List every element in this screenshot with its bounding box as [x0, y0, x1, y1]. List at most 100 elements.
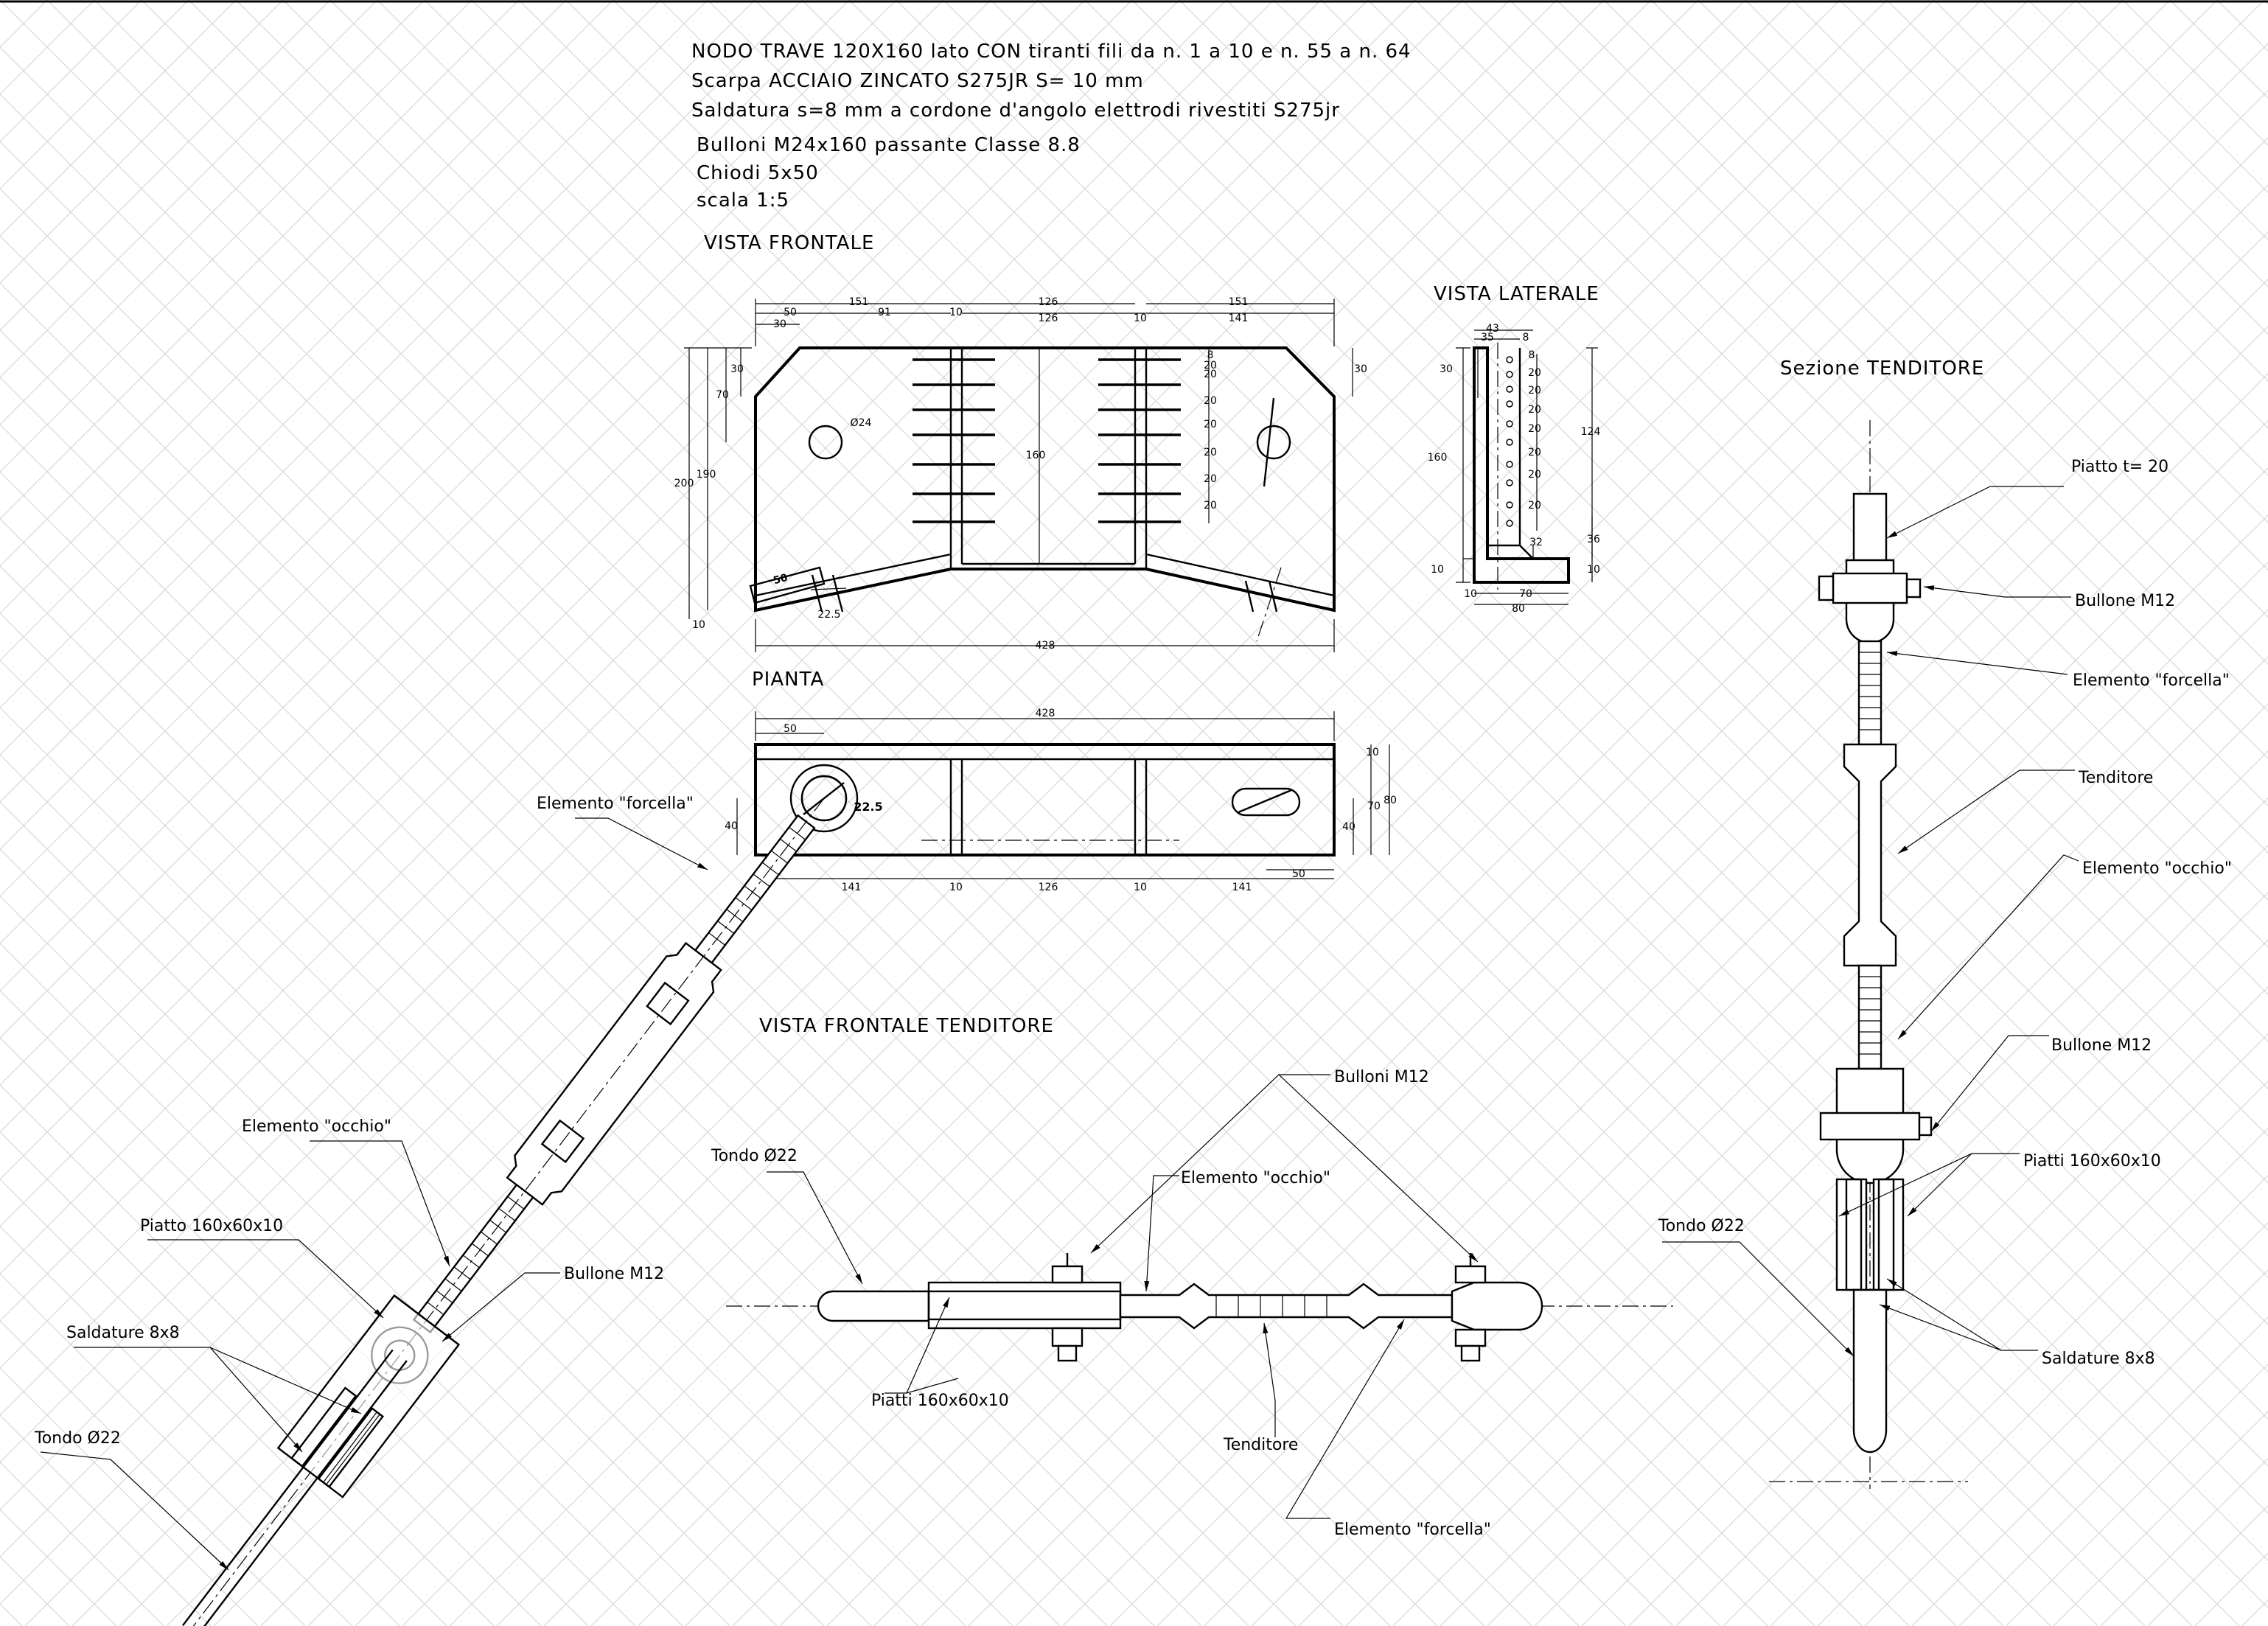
dim-126a: 126 [1039, 296, 1058, 308]
label-right-tondo: Tondo Ø22 [1658, 1217, 1745, 1235]
dim-70: 70 [716, 389, 729, 401]
label-center-tenditore: Tenditore [1223, 1436, 1298, 1454]
dim-141: 141 [1229, 313, 1249, 324]
weld-tag-50: 50 [749, 566, 826, 604]
side-view: 43 35 8 30 160 124 36 32 10 10 10 70 80 … [1428, 323, 1601, 615]
plan-dim-40a: 40 [725, 820, 738, 832]
side-dim-v20f: 20 [1528, 469, 1541, 481]
side-dim-32: 32 [1529, 537, 1543, 548]
plan-dim-126: 126 [1039, 882, 1058, 893]
label-left-forcella: Elemento "forcella" [537, 795, 694, 813]
plan-dim-40b: 40 [1342, 821, 1355, 833]
dim-nail-20b: 20 [1204, 395, 1217, 407]
label-left-bullone: Bullone M12 [564, 1265, 664, 1283]
label-center-tondo: Tondo Ø22 [711, 1147, 798, 1165]
svg-text:50: 50 [772, 572, 789, 587]
plan-dim-10: 10 [1366, 747, 1379, 758]
side-dim-v20c: 20 [1528, 404, 1541, 416]
plan-dim-10a: 10 [949, 882, 963, 893]
dim-126b: 126 [1039, 313, 1058, 324]
dim-428: 428 [1036, 640, 1056, 652]
dim-22-5: 22.5 [817, 609, 840, 621]
dim-nail-20a: 20 [1204, 369, 1217, 380]
dim-50: 50 [784, 307, 797, 318]
front-hole-right [1256, 425, 1291, 460]
dim-190: 190 [697, 469, 716, 481]
title-vista-frontale: VISTA FRONTALE [704, 232, 874, 254]
label-right-piatti: Piatti 160x60x10 [2023, 1152, 2161, 1170]
diagonal-tie-assembly [181, 775, 848, 1626]
dim-nail-8: 8 [1207, 349, 1214, 361]
plan-dim-70: 70 [1367, 800, 1381, 812]
left-annotations: Elemento "forcella" Elemento "occhio" Pi… [34, 795, 708, 1571]
dim-30: 30 [773, 318, 786, 330]
title-sezione-tenditore: Sezione TENDITORE [1780, 357, 1984, 380]
dim-30b: 30 [730, 363, 744, 375]
plan-outline [754, 743, 1336, 856]
label-right-bullone-1: Bullone M12 [2075, 592, 2175, 610]
label-left-saldature: Saldature 8x8 [66, 1324, 180, 1342]
label-right-saldature: Saldature 8x8 [2042, 1350, 2155, 1368]
plan-dim-22-5: 22.5 [854, 800, 882, 814]
dim-151a: 151 [849, 296, 869, 308]
side-dim-10a: 10 [1431, 564, 1444, 576]
header-line-2: Scarpa ACCIAIO ZINCATO S275JR S= 10 mm [691, 70, 1144, 92]
side-dim-35: 35 [1481, 332, 1494, 343]
dim-nail-20d: 20 [1204, 447, 1217, 458]
side-dim-124: 124 [1581, 426, 1601, 438]
label-right-piatto: Piatto t= 20 [2071, 458, 2168, 476]
side-dim-v20a: 20 [1528, 367, 1541, 379]
plan-hole-left [789, 764, 859, 833]
nails-right [1098, 358, 1181, 523]
turnbuckle-front-view [726, 1253, 1673, 1362]
front-hole-left [808, 425, 843, 460]
header-line-1: NODO TRAVE 120X160 lato CON tiranti fili… [691, 41, 1412, 63]
dim-nail-20c: 20 [1204, 419, 1217, 430]
header-line-5: Chiodi 5x50 [697, 162, 819, 184]
dim-10a: 10 [949, 307, 963, 318]
plan-dim-141b: 141 [1232, 882, 1252, 893]
dim-nail-20f: 20 [1204, 500, 1217, 512]
label-left-tondo: Tondo Ø22 [34, 1429, 121, 1448]
side-dim-30: 30 [1440, 363, 1453, 375]
label-right-tenditore: Tenditore [2078, 769, 2153, 787]
label-center-piatti: Piatti 160x60x10 [871, 1392, 1009, 1410]
front-view: 151 50 91 10 126 126 10 151 141 30 30 30… [674, 296, 1367, 652]
plan-dim-428: 428 [1036, 708, 1056, 719]
header-line-6: scala 1:5 [697, 189, 789, 212]
side-dim-10c: 10 [1464, 588, 1477, 600]
side-dim-36: 36 [1587, 534, 1600, 545]
nails-left [913, 358, 995, 523]
dim-200: 200 [674, 478, 694, 489]
plan-dim-141a: 141 [842, 882, 862, 893]
plan-dim-10b: 10 [1134, 882, 1147, 893]
label-left-occhio: Elemento "occhio" [242, 1117, 391, 1136]
center-annotations: Tondo Ø22 Bulloni M12 Elemento "occhio" … [711, 1068, 1491, 1539]
side-holes [1506, 356, 1513, 527]
header-notes: NODO TRAVE 120X160 lato CON tiranti fili… [691, 41, 1412, 212]
label-center-bulloni: Bulloni M12 [1334, 1068, 1429, 1086]
plan-dim-80: 80 [1384, 795, 1397, 806]
side-dim-v20e: 20 [1528, 447, 1541, 458]
label-center-forcella: Elemento "forcella" [1334, 1521, 1491, 1539]
plan-slot-right [1231, 787, 1301, 817]
side-dim-v20d: 20 [1528, 423, 1541, 435]
side-dim-v8: 8 [1529, 349, 1535, 361]
label-center-occhio: Elemento "occhio" [1181, 1169, 1330, 1187]
label-right-bullone-2: Bullone M12 [2051, 1036, 2152, 1055]
side-dim-70: 70 [1519, 588, 1532, 600]
label-right-occhio: Elemento "occhio" [2082, 859, 2232, 878]
label-right-forcella: Elemento "forcella" [2073, 671, 2230, 690]
dim-nail-20g: 20 [1204, 360, 1217, 371]
dim-10c: 10 [692, 619, 705, 631]
dim-151b: 151 [1229, 296, 1249, 308]
plan-view: 428 50 22.5 40 10 70 80 40 50 141 10 126… [725, 708, 1397, 893]
dim-91: 91 [878, 307, 891, 318]
title-vista-frontale-tenditore: VISTA FRONTALE TENDITORE [759, 1015, 1054, 1037]
side-dim-v20g: 20 [1528, 500, 1541, 512]
side-dim-43: 43 [1486, 323, 1499, 335]
header-line-4: Bulloni M24x160 passante Classe 8.8 [697, 134, 1081, 156]
side-view-outline [1473, 346, 1570, 584]
dim-nail-20e: 20 [1204, 473, 1217, 485]
